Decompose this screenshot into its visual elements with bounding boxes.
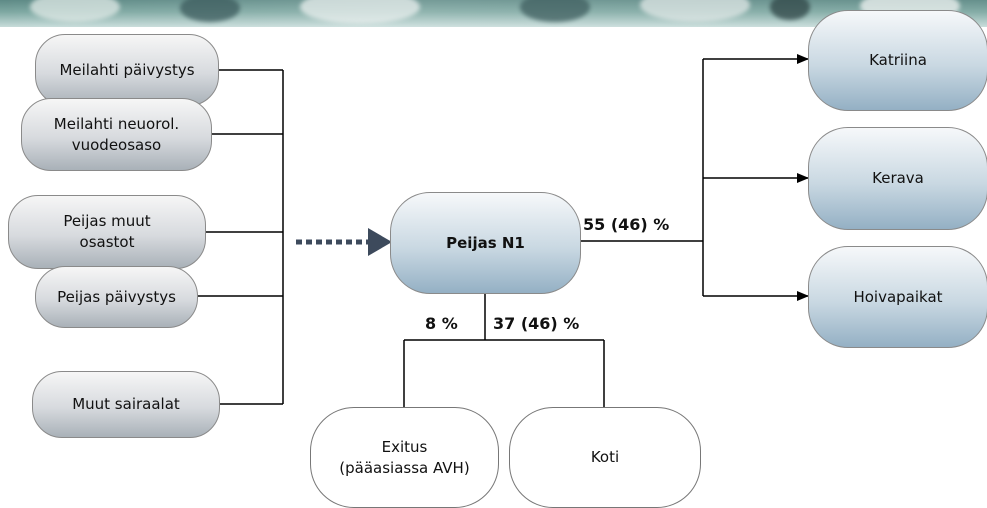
node-hoivapaikat: Hoivapaikat	[808, 246, 987, 348]
pct-to-koti: 37 (46) %	[493, 314, 580, 333]
node-muut-sairaalat: Muut sairaalat	[32, 371, 220, 438]
header-photo-banner	[0, 0, 987, 27]
node-peijas-paivystys: Peijas päivystys	[35, 266, 198, 328]
node-meilahti-neurorol: Meilahti neuorol. vuodeosaso	[21, 98, 212, 171]
node-peijas-n1: Peijas N1	[390, 192, 581, 294]
node-koti: Koti	[509, 407, 701, 508]
node-katriina: Katriina	[808, 10, 987, 111]
node-peijas-muut-osastot: Peijas muut osastot	[8, 195, 206, 269]
node-kerava: Kerava	[808, 127, 987, 230]
node-meilahti-paivystys: Meilahti päivystys	[35, 34, 219, 106]
pct-to-destinations: 55 (46) %	[583, 215, 670, 234]
node-exitus: Exitus (pääasiassa AVH)	[310, 407, 499, 508]
pct-to-exitus: 8 %	[425, 314, 458, 333]
